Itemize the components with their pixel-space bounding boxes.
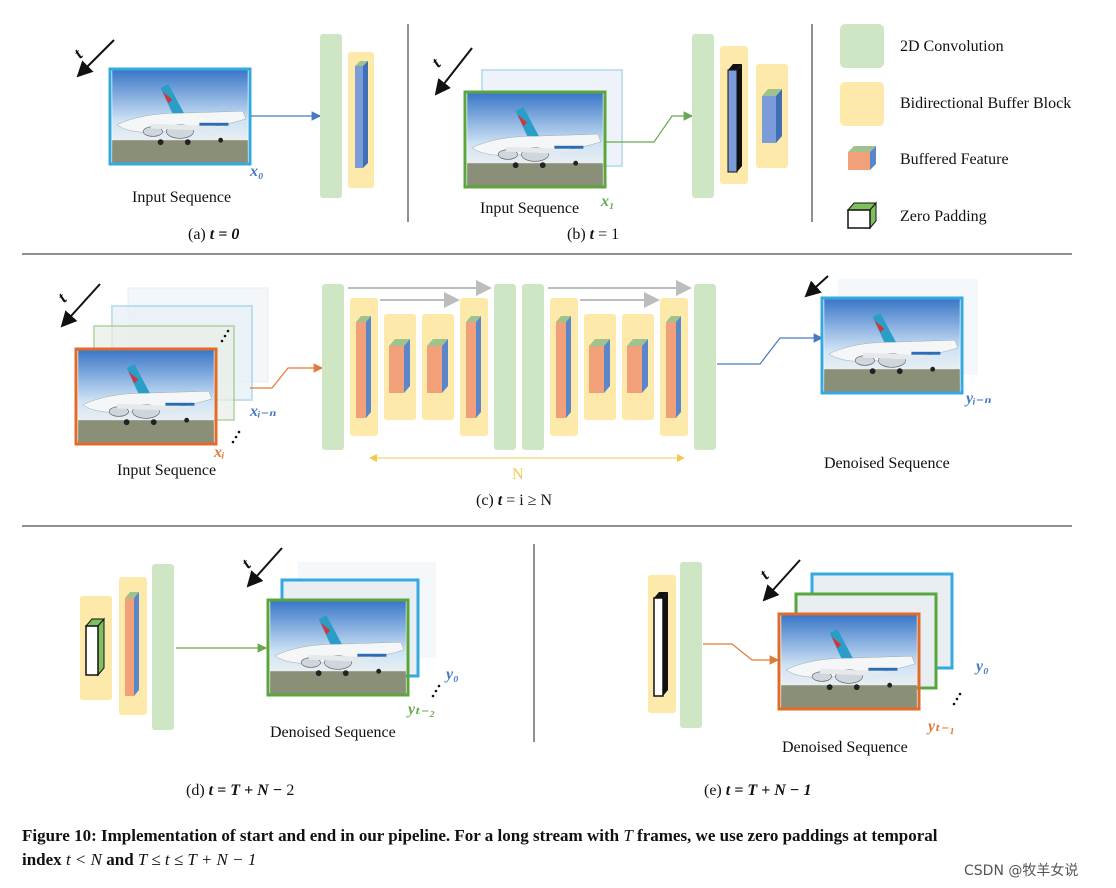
frame-y-i-N: [820, 296, 964, 395]
y0-label-d: y₀: [446, 666, 459, 683]
frame-xi: [74, 347, 218, 446]
caption-b: (b) t = 1: [567, 226, 620, 243]
panel-a: [76, 34, 374, 198]
feature-b2: [762, 96, 776, 143]
time-arrow-a: [76, 39, 115, 78]
zero-padding-e: [653, 597, 664, 697]
x0-label: x₀: [250, 163, 264, 180]
legend-conv-swatch: [840, 24, 884, 68]
frame-yT-1: [777, 612, 921, 711]
arrow-e: [703, 643, 780, 665]
watermark: CSDN @牧羊女说: [964, 863, 1079, 879]
caption-c: (c) t = i ≥ N: [476, 492, 553, 509]
y-T-2-label: yₜ₋₂: [408, 701, 436, 718]
y-T-1-label: yₜ₋₁: [928, 718, 956, 735]
x-i-N-label: xᵢ₋ₙ: [250, 403, 277, 420]
figure-caption-line2: index t < N and T ≤ t ≤ T + N − 1: [22, 850, 257, 869]
caption-e: (e) t = T + N − 1: [704, 782, 812, 799]
frame-yT-2: [266, 598, 410, 697]
x1-label: x₁: [601, 193, 615, 210]
caption-d: (d) t = T + N − 2: [186, 782, 295, 799]
buffered-feature-a: [355, 66, 363, 168]
feature-b1: [727, 69, 738, 173]
legend-zero-swatch: [847, 209, 871, 229]
panel-b: [434, 34, 788, 198]
output-label-d: Denoised Sequence: [270, 724, 396, 741]
legend-conv-label: 2D Convolution: [900, 38, 1004, 55]
arrow-c-in: [250, 363, 324, 389]
caption-a: (a) t = 0: [188, 226, 240, 243]
zero-padding-d: [85, 625, 99, 676]
legend-zero-label: Zero Padding: [900, 208, 987, 225]
input-label-b: Input Sequence: [480, 200, 580, 217]
legend: [840, 24, 884, 230]
panel-d: [80, 547, 441, 730]
panel-e: [648, 559, 962, 728]
conv-block-a: [320, 34, 342, 198]
output-label-c: Denoised Sequence: [824, 455, 950, 472]
y-i-N-label: yᵢ₋ₙ: [966, 390, 992, 407]
legend-feature-swatch: [848, 152, 870, 170]
x-i-label: xᵢ: [214, 444, 225, 461]
output-label-e: Denoised Sequence: [782, 739, 908, 756]
frame-x1: [463, 90, 607, 189]
frame-x0: [108, 67, 252, 166]
legend-feature-label: Buffered Feature: [900, 151, 1009, 168]
n-label: N: [512, 466, 524, 483]
panel-c: [60, 275, 978, 462]
input-label-c: Input Sequence: [117, 462, 217, 479]
legend-buffer-swatch: [840, 82, 884, 126]
figure-caption-line1: Figure 10: Implementation of start and e…: [22, 826, 938, 845]
conv-block-b: [692, 34, 714, 198]
arrow-c-out: [717, 333, 824, 365]
input-label-a: Input Sequence: [132, 189, 232, 206]
legend-buffer-label: Bidirectional Buffer Block: [900, 95, 1072, 112]
y0-label-e: y₀: [976, 658, 989, 675]
arrow-b: [606, 111, 694, 143]
